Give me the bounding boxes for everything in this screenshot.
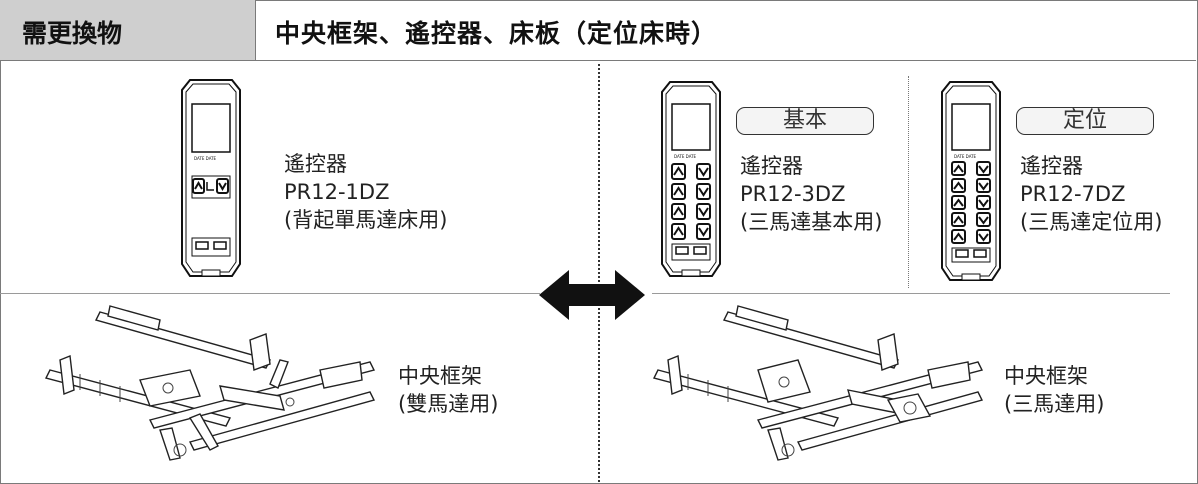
svg-text:DATE DATE: DATE DATE — [674, 154, 697, 159]
remote-pr12-3dz-illustration: DATE DATE — [661, 81, 721, 277]
frame-left-desc: (雙馬達用) — [398, 392, 499, 416]
frame-right-name: 中央框架 — [1004, 364, 1088, 388]
header-row: 需更換物 中央框架、遙控器、床板（定位床時） — [0, 0, 1196, 61]
svg-text:DATE DATE: DATE DATE — [194, 156, 217, 161]
remote-pr12-7dz-illustration: DATE DATE — [941, 81, 1001, 281]
remote-pr12-1dz-illustration: DATE DATE — [181, 79, 241, 277]
row-divider-left — [0, 293, 540, 294]
remote2-model: PR12-3DZ — [740, 182, 846, 206]
header-title: 中央框架、遙控器、床板（定位床時） — [275, 19, 718, 48]
remote2-tag: 基本 — [736, 107, 874, 135]
svg-text:DATE DATE: DATE DATE — [954, 154, 977, 159]
remote3-desc: (三馬達定位用) — [1020, 210, 1163, 234]
remote3-name: 遙控器 — [1020, 154, 1083, 178]
remote1-model: PR12-1DZ — [284, 180, 390, 204]
frame-left-name: 中央框架 — [398, 364, 482, 388]
frame-left-text: 中央框架 (雙馬達用) — [398, 362, 498, 418]
remote3-tag: 定位 — [1016, 107, 1154, 135]
remote2-desc: (三馬達基本用) — [740, 210, 883, 234]
remote3-text: 遙控器 PR12-7DZ (三馬達定位用) — [1020, 152, 1162, 236]
remote1-desc: (背起單馬達床用) — [284, 208, 448, 232]
central-frame-two-motor-illustration — [44, 305, 376, 461]
frame-right-text: 中央框架 (三馬達用) — [1004, 362, 1104, 418]
row-divider-right — [652, 293, 1170, 294]
center-divider — [598, 64, 600, 482]
remote3-model: PR12-7DZ — [1020, 182, 1126, 206]
remote2-name: 遙控器 — [740, 154, 803, 178]
remote1-text: 遙控器 PR12-1DZ (背起單馬達床用) — [284, 150, 447, 234]
header-label: 需更換物 — [22, 19, 123, 48]
double-arrow-icon — [539, 270, 645, 320]
remote2-text: 遙控器 PR12-3DZ (三馬達基本用) — [740, 152, 882, 236]
header-label-cell: 需更換物 — [0, 0, 256, 60]
remote1-name: 遙控器 — [284, 152, 347, 176]
remote-divider — [908, 76, 909, 288]
central-frame-three-motor-illustration — [652, 305, 984, 461]
frame-right-desc: (三馬達用) — [1004, 392, 1105, 416]
